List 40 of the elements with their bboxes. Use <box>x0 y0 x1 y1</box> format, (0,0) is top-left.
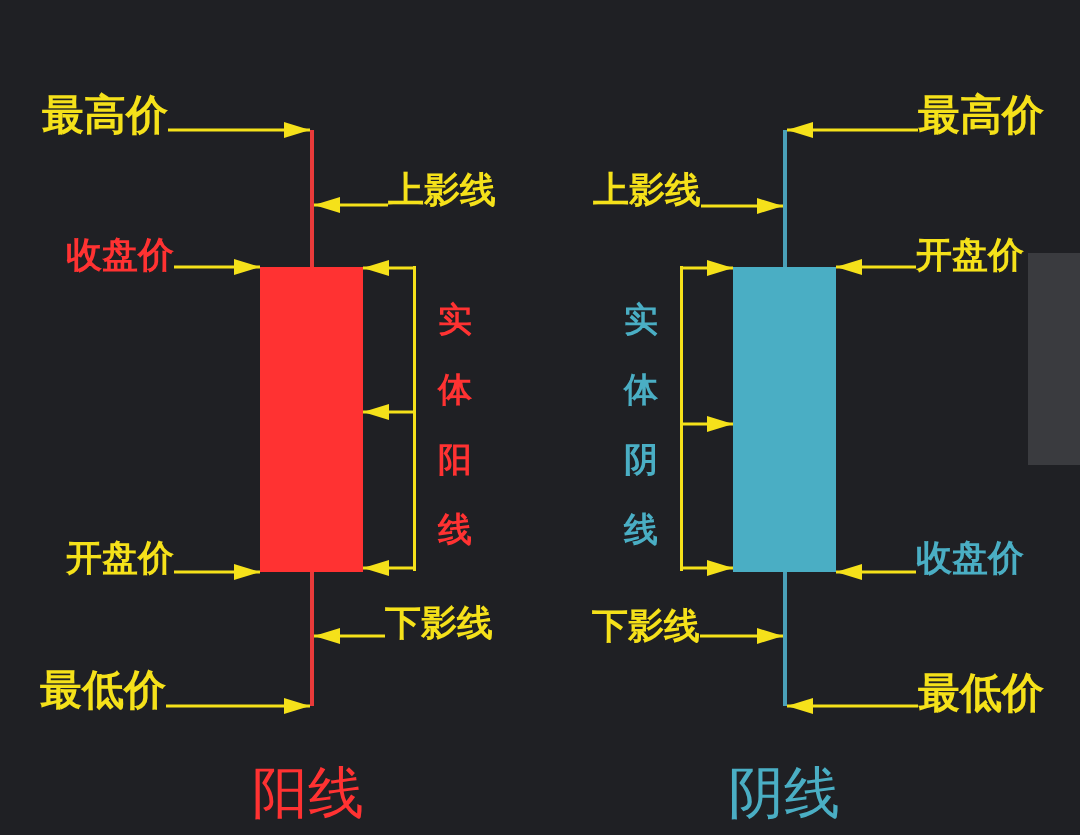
arrow <box>363 560 413 576</box>
candle-body <box>260 267 363 572</box>
arrow <box>787 122 918 138</box>
lower-wick <box>310 572 314 706</box>
arrow <box>166 698 310 714</box>
candle-body <box>733 267 836 572</box>
arrow <box>683 416 733 432</box>
price-label: 开盘价 <box>916 233 1024 277</box>
price-label: 收盘价 <box>916 536 1024 580</box>
upper-wick <box>783 130 787 267</box>
arrow <box>683 260 733 276</box>
shadow-label: 下影线 <box>592 604 700 648</box>
price-label: 最高价 <box>918 89 1044 141</box>
body-bracket-label: 实体阴线 <box>620 266 683 571</box>
arrow <box>168 122 310 138</box>
arrow <box>836 259 916 275</box>
price-label: 最低价 <box>40 664 166 716</box>
shadow-label: 上影线 <box>593 168 701 212</box>
arrow <box>701 198 783 214</box>
arrow <box>363 404 413 420</box>
arrow <box>363 260 413 276</box>
upper-wick <box>310 130 314 267</box>
price-label: 开盘价 <box>66 536 174 580</box>
arrow <box>174 259 260 275</box>
candle-type-title: 阴线 <box>728 759 840 827</box>
price-label: 最高价 <box>42 89 168 141</box>
body-bracket-label: 实体阳线 <box>413 266 475 571</box>
arrow <box>314 628 385 644</box>
shadow-label: 上影线 <box>388 168 496 212</box>
arrow <box>314 197 388 213</box>
candle-type-title: 阳线 <box>252 759 364 827</box>
arrow <box>174 564 260 580</box>
price-label: 最低价 <box>918 667 1044 719</box>
arrow <box>683 560 733 576</box>
shadow-label: 下影线 <box>385 601 493 645</box>
arrow <box>836 564 916 580</box>
arrow <box>787 698 918 714</box>
price-label: 收盘价 <box>66 233 174 277</box>
lower-wick <box>783 572 787 706</box>
arrow <box>700 628 783 644</box>
